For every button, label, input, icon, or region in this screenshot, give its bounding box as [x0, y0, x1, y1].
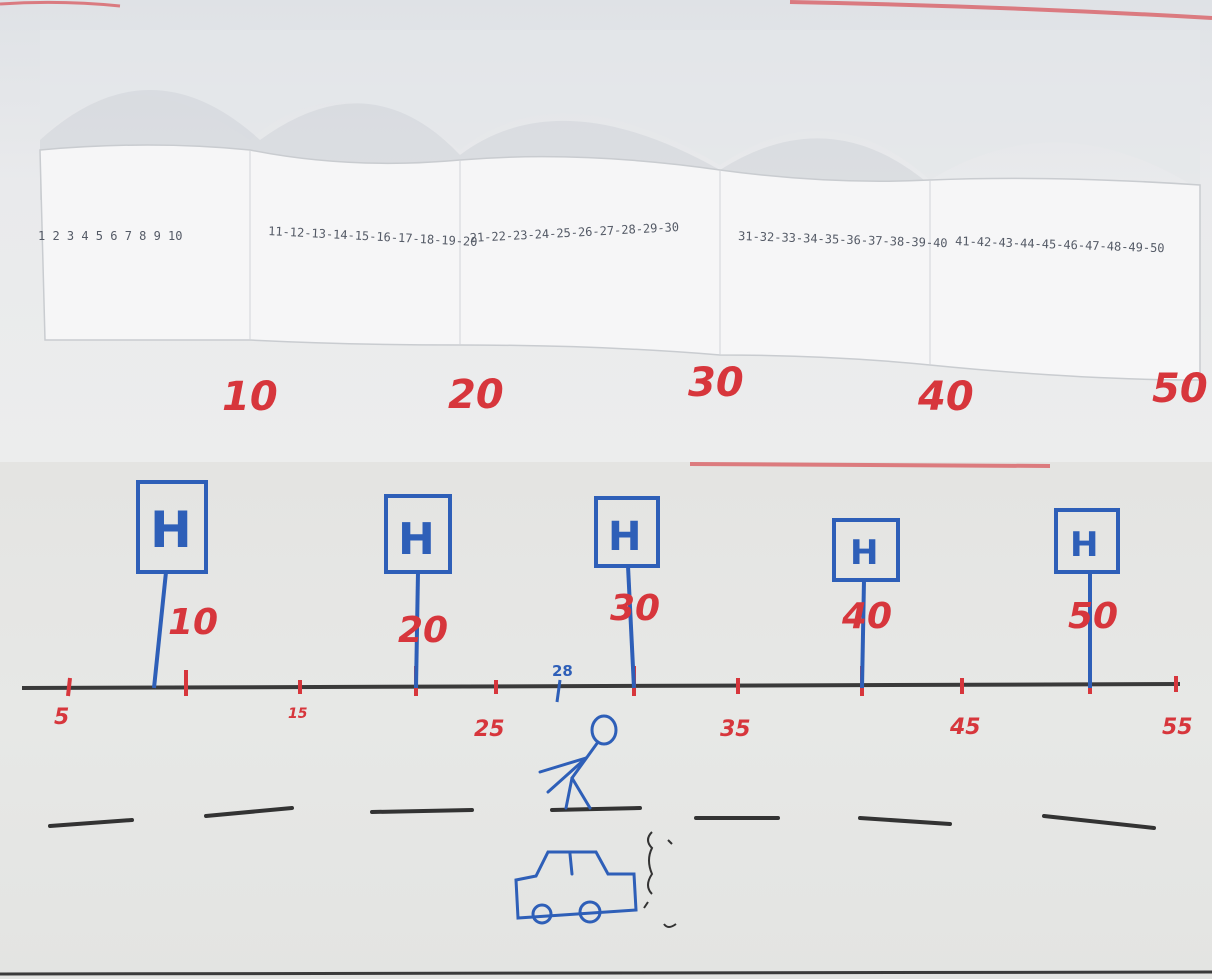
bus-stop-sign-letter: H [608, 514, 641, 560]
pedestrian-position-label: 28 [552, 662, 573, 680]
tick-label-15: 15 [288, 706, 308, 722]
bus-stop-sign-letter: H [1070, 525, 1098, 565]
bus-stop-sign-letter: H [398, 514, 435, 565]
stick-figure-icon [540, 716, 616, 808]
decade-label-50: 50 [1152, 366, 1208, 412]
bus-stop-number: 30 [610, 588, 660, 629]
bus-stop-50: H 50 [1056, 510, 1118, 688]
tick-marks [68, 666, 1176, 696]
paper-strip-drawing: 1 2 3 4 5 6 7 8 9 10 11-12-13-14-15-16-1… [0, 0, 1212, 462]
tick-label-55: 55 [1162, 715, 1193, 740]
strip-segment-1: 1 2 3 4 5 6 7 8 9 10 [38, 229, 183, 243]
tick-label-25: 25 [474, 717, 505, 742]
bus-stop-number: 40 [841, 596, 892, 637]
bus-stop-30: H 30 [596, 498, 660, 688]
bus-stop-number: 20 [398, 610, 448, 651]
bus-stop-40: H 40 [834, 520, 898, 688]
decade-label-40: 40 [917, 374, 974, 420]
car-icon [516, 852, 636, 923]
number-line [22, 684, 1180, 688]
bus-stop-number: 10 [168, 602, 218, 643]
decade-label-20: 20 [448, 372, 504, 418]
bus-stop-20: H 20 [386, 496, 450, 688]
bottom-photo-number-line: 5 15 25 35 45 55 H 10 H 20 H 30 H [0, 462, 1212, 979]
bus-stop-sign-letter: H [150, 501, 192, 559]
decade-label-30: 30 [688, 360, 744, 406]
number-line-drawing: 5 15 25 35 45 55 H 10 H 20 H 30 H [0, 462, 1212, 979]
tick-label-45: 45 [949, 715, 981, 740]
bus-stop-number: 50 [1068, 596, 1118, 637]
road-dashes [50, 808, 1154, 828]
bus-stop-sign-letter: H [850, 533, 878, 573]
decade-label-10: 10 [222, 374, 278, 420]
tick-label-5: 5 [54, 705, 69, 730]
top-photo-paper-strip: 1 2 3 4 5 6 7 8 9 10 11-12-13-14-15-16-1… [0, 0, 1212, 462]
tick-label-35: 35 [720, 717, 751, 742]
bus-stop-10: H 10 [138, 482, 218, 688]
